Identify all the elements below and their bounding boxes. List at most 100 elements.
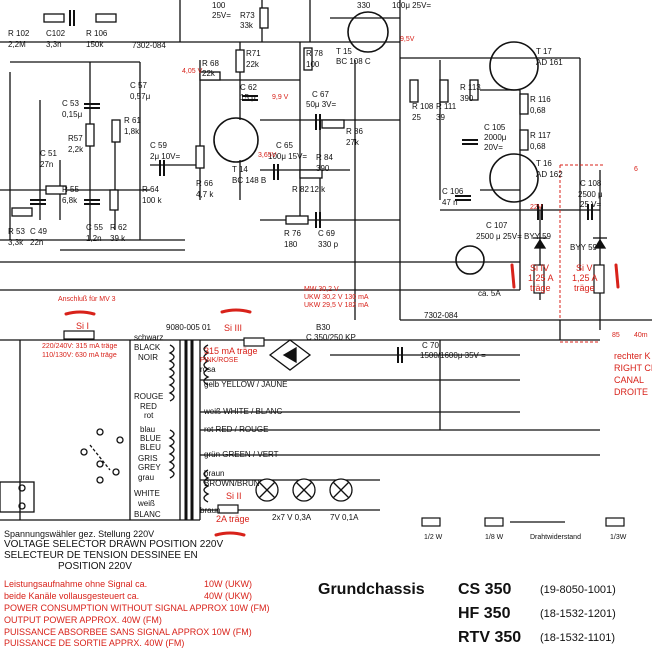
chassis-model-1: CS 350	[458, 581, 512, 598]
mw-note-3: UKW 29,5 V 182 mA	[304, 302, 369, 309]
c107-value: 2500 μ 25V=	[476, 232, 522, 241]
wire-white: WHITE	[134, 489, 160, 498]
note-anschluss: Anschluß für MV 3	[58, 296, 116, 303]
mw-note-1: MW 30,2 V	[304, 286, 339, 293]
fuse-si-ii: Si II	[226, 491, 242, 501]
fuse-si-iii: Si III	[224, 323, 243, 333]
wire-gelb: gelb YELLOW / JAUNE	[204, 380, 288, 389]
c62-value: 15 p	[240, 93, 256, 102]
wire-black: BLACK	[134, 343, 161, 352]
fuse-si-i-desc1: 220/240V: 315 mA träge	[42, 343, 118, 350]
t14-type: BC 148 B	[232, 176, 267, 185]
r116-label: R 116	[530, 95, 551, 104]
chassis-heading: Grundchassis	[318, 581, 425, 598]
power-line-3: POWER CONSUMPTION WITHOUT SIGNAL APPROX …	[4, 603, 270, 613]
r108-value: 25	[412, 113, 421, 122]
wire-gruen: grün GREEN / VERT	[204, 450, 279, 459]
c69-label: C 69	[318, 229, 335, 238]
r113-label: R 113	[460, 83, 481, 92]
selector-fr1: SELECTEUR DE TENSION DESSINEE EN	[4, 550, 198, 561]
r84-label: R 84	[316, 153, 333, 162]
r53-value: 3,3k	[8, 238, 24, 247]
chassis-code-1: (19-8050-1001)	[540, 584, 616, 596]
r62-value: 39 k	[110, 234, 126, 243]
power-line-1-value: 10W (UKW)	[204, 579, 252, 589]
wire-braun: braun	[204, 469, 225, 478]
top-100u: 100μ 25V=	[392, 1, 432, 10]
wire-rot-red: rot RED / ROUGE	[204, 425, 269, 434]
wire-blau: blau	[140, 425, 156, 434]
r55-value: 6,8k	[62, 196, 78, 205]
selector-fr2: POSITION 220V	[58, 561, 132, 572]
c106-value: 47 n	[442, 198, 458, 207]
t14-label: T 14	[232, 165, 248, 174]
note-9-5v: 9,5V	[400, 36, 415, 43]
c69-value: 330 p	[318, 240, 339, 249]
power-line-6: PUISSANCE DE SORTIE APPRX. 40W (FM)	[4, 638, 185, 648]
lamps-left: 2x7 V 0,3A	[272, 513, 312, 522]
t16-type: AD 162	[536, 170, 563, 179]
r82-value: 12 k	[310, 185, 326, 194]
c102-value: 3,3n	[46, 40, 62, 49]
r106-value: 150k	[86, 40, 104, 49]
legend-drahtwiderstand: Drahtwiderstand	[530, 534, 581, 541]
r117-label: R 117	[530, 131, 551, 140]
wire-blue: BLUE	[140, 434, 161, 443]
part-7302-084-top: 7302-084	[132, 41, 166, 50]
fuse-si-iv: Si IV	[530, 263, 550, 273]
power-line-4: OUTPUT POWER APPROX. 40W (FM)	[4, 615, 162, 625]
c102-label: C102	[46, 29, 66, 38]
c65-value: 100μ 15V=	[268, 152, 308, 161]
mw-note-2: UKW 30,2 V 130 mA	[304, 294, 369, 301]
r78-value: 100	[306, 60, 320, 69]
c62-label: C 62	[240, 83, 257, 92]
fuse-si-v-type: träge	[574, 283, 595, 293]
c59-value: 2μ 10V=	[150, 152, 181, 161]
right-channel-2: RIGHT CH	[614, 363, 652, 373]
c51-value: 27n	[40, 160, 54, 169]
c108-label: C 108	[580, 179, 602, 188]
r111-value: 39	[436, 113, 445, 122]
fuse-si-v: Si V	[576, 263, 593, 273]
wire-rot: rot	[144, 411, 154, 420]
t15-type: BC 108 C	[336, 57, 371, 66]
r64-value: 100 k	[142, 196, 162, 205]
chassis-model-3: RTV 350	[458, 629, 522, 646]
r86-value: 27k	[346, 138, 359, 147]
c108-voltage: 25 V=	[580, 200, 602, 209]
c55-label: C 55	[86, 223, 103, 232]
c105-voltage: 20V=	[484, 143, 503, 152]
r71-label: R71	[246, 49, 261, 58]
c70-label: C 70	[422, 341, 439, 350]
wire-weiss: weiß	[138, 499, 155, 508]
r73-value: 33k	[240, 21, 253, 30]
r108-label: R 108	[412, 102, 434, 111]
wire-schwarz: schwarz	[134, 333, 164, 342]
right-channel-4: DROITE	[614, 387, 649, 397]
note-6: 6	[634, 166, 638, 173]
t15-label: T 15	[336, 47, 352, 56]
fuse-si-iv-type: träge	[530, 283, 551, 293]
fuse-si-iii-value: 315 mA träge	[204, 346, 258, 356]
wire-bleu: BLEU	[140, 443, 161, 452]
c53-label: C 53	[62, 99, 79, 108]
wire-rouge: ROUGE	[134, 392, 164, 401]
r102-label: R 102	[8, 29, 30, 38]
r73-label: R73	[240, 11, 255, 20]
r55-label: R 55	[62, 185, 79, 194]
wire-red: RED	[140, 402, 157, 411]
c100-voltage: 25V=	[212, 11, 231, 20]
b30-label: B30	[316, 323, 331, 332]
power-line-1: Leistungsaufnahme ohne Signal ca.	[4, 579, 148, 589]
legend-eighth-watt: 1/8 W	[485, 534, 504, 541]
t16-label: T 16	[536, 159, 552, 168]
r102-value: 2,2M	[8, 40, 26, 49]
c57-value: 0,57μ	[130, 92, 151, 101]
wire-grau: grau	[138, 473, 155, 482]
top-330: 330	[357, 1, 371, 10]
c107-label: C 107	[486, 221, 508, 230]
r117-value: 0,68	[530, 142, 546, 151]
power-line-2: beide Kanäle vollausgesteuert ca.	[4, 591, 140, 601]
r76-label: R 76	[284, 229, 301, 238]
